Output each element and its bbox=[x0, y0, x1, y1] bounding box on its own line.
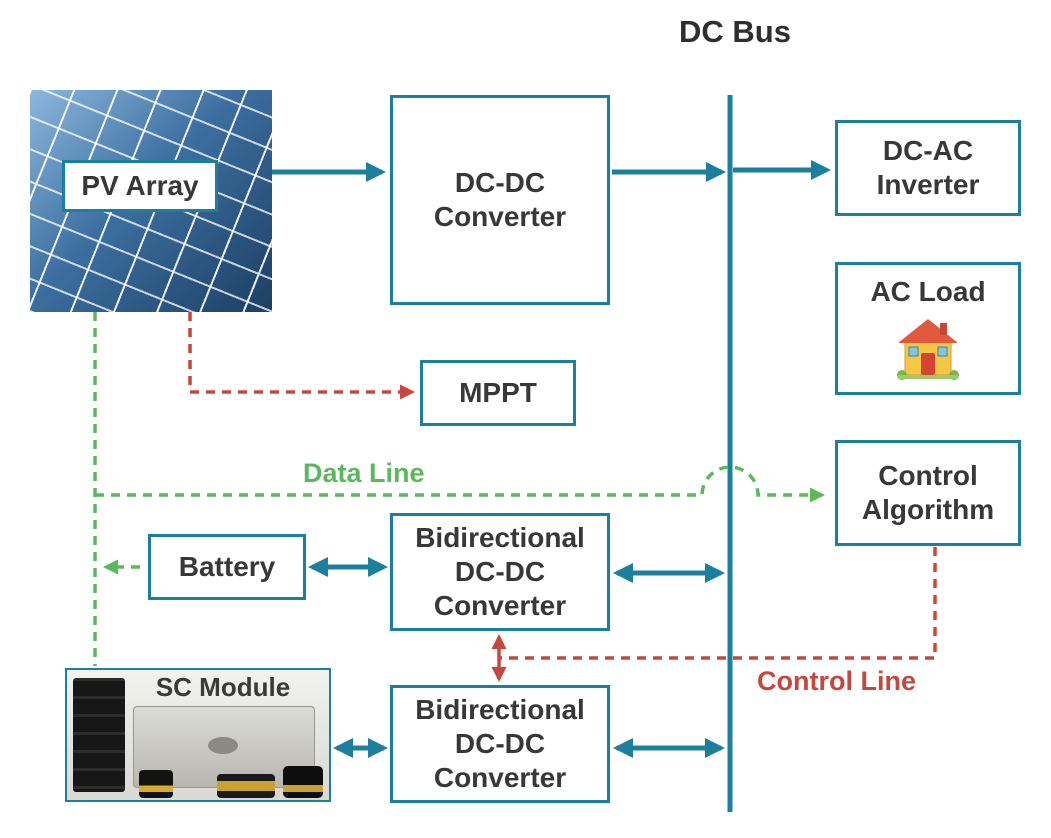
node-pv-array: PV Array bbox=[62, 160, 218, 212]
sc-capacitor-stack bbox=[73, 678, 125, 792]
sc-capacitor-small-1 bbox=[139, 770, 173, 798]
bidirectional-converter-bottom-label: Bidirectional DC-DC Converter bbox=[415, 693, 585, 794]
bidirectional-converter-top-label: Bidirectional DC-DC Converter bbox=[415, 521, 585, 622]
node-dc-dc-converter: DC-DC Converter bbox=[390, 95, 610, 305]
battery-label: Battery bbox=[178, 550, 276, 582]
node-battery: Battery bbox=[148, 534, 306, 600]
node-ac-load: AC Load bbox=[835, 262, 1021, 395]
data-line-to-control-algorithm bbox=[95, 465, 825, 503]
control-line-pv-to-mppt bbox=[188, 312, 415, 400]
house-icon bbox=[897, 319, 959, 381]
node-dc-ac-inverter: DC-AC Inverter bbox=[835, 120, 1021, 216]
ac-load-label: AC Load bbox=[870, 276, 986, 307]
node-control-algorithm: Control Algorithm bbox=[835, 440, 1021, 546]
sc-capacitor-small-2 bbox=[217, 774, 275, 798]
control-line-algorithm-run bbox=[499, 547, 937, 660]
supercapacitor-photo: SC Module bbox=[65, 668, 331, 802]
sc-capacitor-small-3 bbox=[283, 766, 323, 798]
sc-module-label: SC Module bbox=[155, 672, 291, 702]
control-line-label: Control Line bbox=[757, 666, 916, 696]
node-bidirectional-converter-top: Bidirectional DC-DC Converter bbox=[390, 513, 610, 631]
node-bidirectional-converter-bottom: Bidirectional DC-DC Converter bbox=[390, 685, 610, 803]
dc-bus-label: DC Bus bbox=[679, 14, 791, 49]
control-algorithm-label: Control Algorithm bbox=[861, 459, 995, 525]
mppt-label: MPPT bbox=[459, 376, 537, 408]
data-line-label: Data Line bbox=[303, 458, 425, 488]
solar-panel-photo: PV Array bbox=[30, 90, 272, 312]
dc-ac-inverter-label: DC-AC Inverter bbox=[876, 134, 980, 200]
pv-array-label: PV Array bbox=[81, 169, 199, 201]
node-mppt: MPPT bbox=[420, 360, 576, 426]
dc-dc-converter-label: DC-DC Converter bbox=[433, 166, 567, 232]
